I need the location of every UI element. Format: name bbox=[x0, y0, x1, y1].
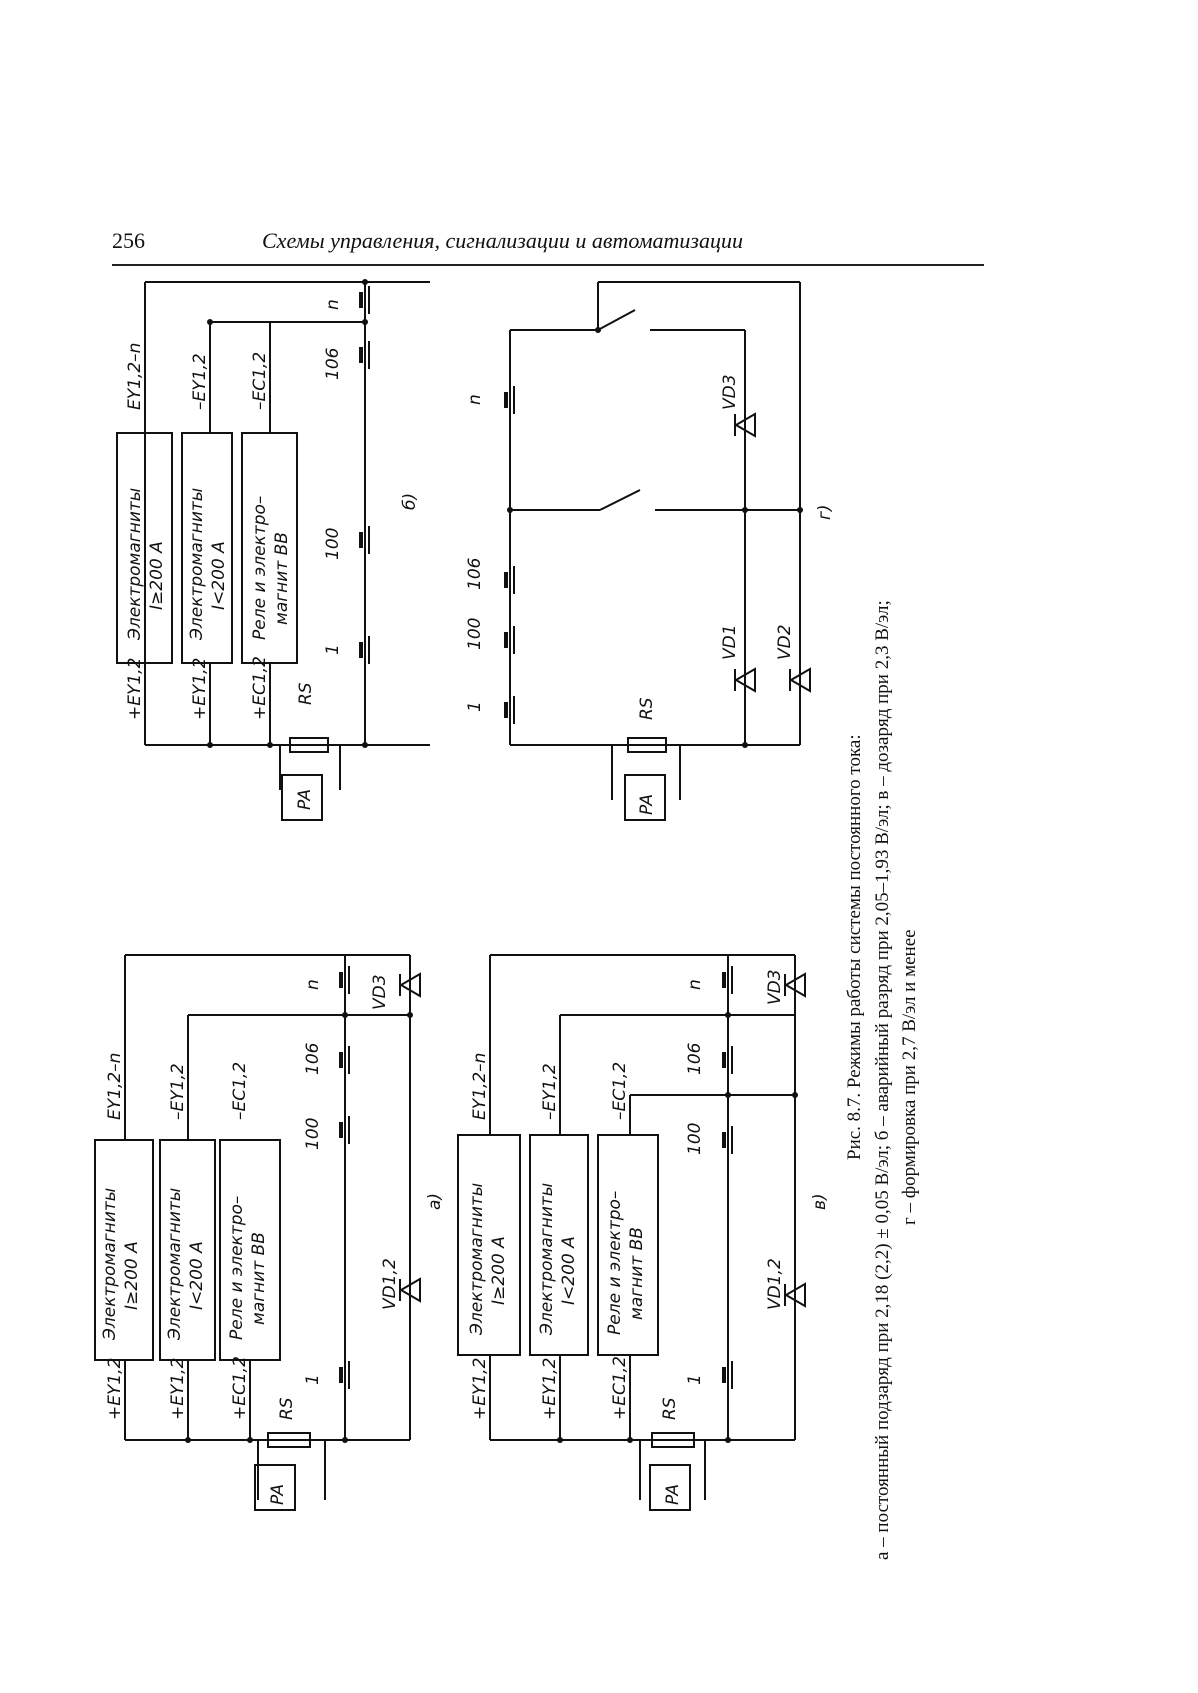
block-em-low bbox=[181, 432, 233, 664]
block3-line2: магнит ВВ bbox=[249, 1232, 269, 1325]
cell-106: 106 bbox=[685, 1042, 705, 1075]
label-ey-n: EY1,2–n bbox=[470, 1053, 490, 1120]
label-vd3: VD3 bbox=[720, 374, 740, 410]
caption-line1: Рис. 8.7. Режимы работы системы постоянн… bbox=[844, 734, 865, 1160]
figure-caption: Рис. 8.7. Режимы работы системы постоянн… bbox=[844, 734, 865, 1160]
block1-line2: I≥200 А bbox=[122, 1241, 142, 1310]
label-minus-ey: –EY1,2 bbox=[190, 353, 210, 410]
block3-line1: Реле и электро– bbox=[605, 1191, 625, 1335]
block1-line2: I≥200 А bbox=[489, 1236, 509, 1305]
label-rs: RS bbox=[296, 682, 316, 705]
block1-line1: Электромагниты bbox=[125, 488, 145, 641]
label-plus-ey: +EY1,2 bbox=[470, 1358, 490, 1420]
block2-line2: I<200 А bbox=[559, 1236, 579, 1305]
label-vd2: VD2 bbox=[775, 624, 795, 660]
figure-caption-3: г – формировка при 2,7 В/эл и менее bbox=[899, 929, 920, 1225]
label-rs: RS bbox=[660, 1397, 680, 1420]
block3-line2: магнит ВВ bbox=[627, 1227, 647, 1320]
block1-line2: I≥200 А bbox=[147, 541, 167, 610]
pa-meter bbox=[649, 1464, 691, 1511]
label-plus-ey2: +EY1,2 bbox=[540, 1358, 560, 1420]
cell-n: n bbox=[465, 394, 485, 405]
block2-line1: Электромагниты bbox=[187, 488, 207, 641]
caption-line2: а – постоянный подзаряд при 2,18 (2,2) ±… bbox=[872, 600, 893, 1560]
block3-line1: Реле и электро– bbox=[227, 1196, 247, 1340]
label-plus-ey: +EY1,2 bbox=[105, 1358, 125, 1420]
cell-1: 1 bbox=[685, 1374, 705, 1385]
block3-line2: магнит ВВ bbox=[272, 532, 292, 625]
header-rule bbox=[112, 264, 984, 266]
label-minus-ey: –EY1,2 bbox=[168, 1063, 188, 1120]
panel-label-b: б) bbox=[400, 493, 420, 510]
label-pa: PA bbox=[268, 1484, 288, 1505]
block2-line1: Электромагниты bbox=[165, 1188, 185, 1341]
label-pa: PA bbox=[637, 794, 657, 815]
diagram-b: +EY1,2 +EY1,2 +EC1,2 EY1,2–n –EY1,2 –EC1… bbox=[116, 279, 430, 821]
panel-label-a: а) bbox=[425, 1193, 445, 1210]
running-title: Схемы управления, сигнализации и автомат… bbox=[262, 228, 744, 253]
label-plus-ey2: +EY1,2 bbox=[190, 658, 210, 720]
label-vd3: VD3 bbox=[765, 969, 785, 1005]
cell-1: 1 bbox=[465, 701, 485, 712]
cell-100: 100 bbox=[303, 1118, 323, 1150]
figure-caption-2: а – постоянный подзаряд при 2,18 (2,2) ±… bbox=[872, 600, 893, 1560]
label-vd12: VD1,2 bbox=[380, 1258, 400, 1310]
block2-line2: I<200 А bbox=[187, 1241, 207, 1310]
diagram-g: 1 100 106 n VD1 VD2 VD3 RS PA г) bbox=[465, 281, 835, 821]
label-pa: PA bbox=[663, 1484, 683, 1505]
diagram-a: +EY1,2 +EY1,2 +EC1,2 EY1,2–n –EY1,2 –EC1… bbox=[94, 954, 445, 1511]
block-em-high bbox=[116, 432, 173, 664]
cell-1: 1 bbox=[323, 644, 343, 655]
label-rs: RS bbox=[277, 1397, 297, 1420]
cell-n: n bbox=[323, 299, 343, 310]
label-plus-ec: +EC1,2 bbox=[250, 656, 270, 720]
label-plus-ec: +EC1,2 bbox=[230, 1356, 250, 1420]
label-pa: PA bbox=[295, 789, 315, 810]
block1-line1: Электромагниты bbox=[467, 1183, 487, 1336]
pa-meter bbox=[624, 774, 666, 821]
cell-106: 106 bbox=[465, 557, 485, 590]
label-minus-ey: –EY1,2 bbox=[540, 1063, 560, 1120]
cell-1: 1 bbox=[303, 1374, 323, 1385]
cell-100: 100 bbox=[323, 528, 343, 560]
label-ey-n: EY1,2–n bbox=[125, 343, 145, 410]
label-vd3: VD3 bbox=[370, 974, 390, 1010]
cell-106: 106 bbox=[323, 347, 343, 380]
label-rs: RS bbox=[637, 697, 657, 720]
label-minus-ec: –EC1,2 bbox=[610, 1062, 630, 1120]
label-plus-ec: +EC1,2 bbox=[610, 1356, 630, 1420]
cell-100: 100 bbox=[685, 1123, 705, 1155]
cell-100: 100 bbox=[465, 618, 485, 650]
label-minus-ec: –EC1,2 bbox=[250, 352, 270, 410]
panel-label-g: г) bbox=[815, 504, 835, 520]
cell-106: 106 bbox=[303, 1042, 323, 1075]
block2-line1: Электромагниты bbox=[537, 1183, 557, 1336]
diagram-v: +EY1,2 +EY1,2 +EC1,2 EY1,2–n –EY1,2 –EC1… bbox=[457, 954, 830, 1511]
cell-n: n bbox=[303, 979, 323, 990]
block2-line2: I<200 А bbox=[209, 541, 229, 610]
pa-meter bbox=[281, 774, 323, 821]
panel-label-v: в) bbox=[810, 1193, 830, 1210]
label-vd12: VD1,2 bbox=[765, 1258, 785, 1310]
caption-line3: г – формировка при 2,7 В/эл и менее bbox=[899, 929, 920, 1225]
label-plus-ey: +EY1,2 bbox=[125, 658, 145, 720]
label-vd1: VD1 bbox=[720, 624, 740, 660]
label-minus-ec: –EC1,2 bbox=[230, 1062, 250, 1120]
block3-line1: Реле и электро– bbox=[250, 496, 270, 640]
cell-n: n bbox=[685, 979, 705, 990]
pa-meter bbox=[254, 1464, 296, 1511]
page-number: 256 bbox=[112, 228, 145, 253]
block1-line1: Электромагниты bbox=[100, 1188, 120, 1341]
label-plus-ey2: +EY1,2 bbox=[168, 1358, 188, 1420]
label-ey-n: EY1,2–n bbox=[105, 1053, 125, 1120]
